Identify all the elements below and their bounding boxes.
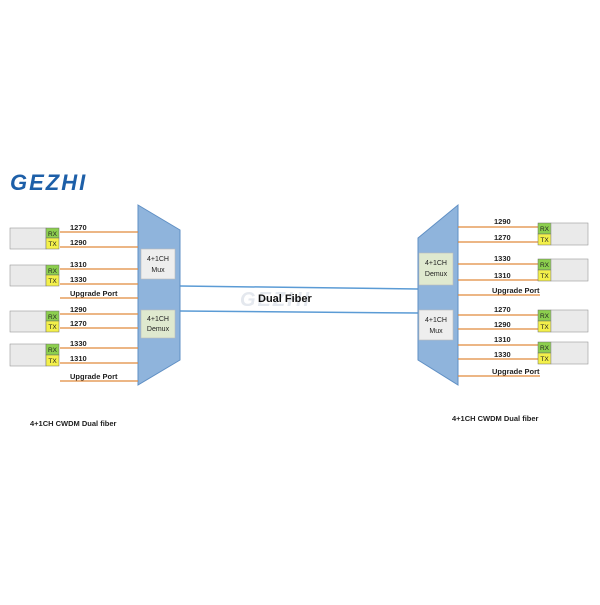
right-module-1-tx-label: TX <box>540 237 549 244</box>
left-module-1-rx-label: RX <box>48 231 58 238</box>
left-line-7-label: 1270 <box>70 319 87 328</box>
left-module-1-tx-label: TX <box>48 241 57 248</box>
left-mux-line2: Mux <box>151 267 165 274</box>
right-module-3-rx-label: RX <box>540 313 550 320</box>
dual-fiber-label: Dual Fiber <box>258 293 313 305</box>
left-line-4-label: 1330 <box>70 275 87 284</box>
left-line-10-label: Upgrade Port <box>70 372 118 381</box>
right-line-8-label: 1310 <box>494 335 511 344</box>
right-line-4-label: 1310 <box>494 271 511 280</box>
left-module-3-rx-label: RX <box>48 314 58 321</box>
left-mux-line1: 4+1CH <box>147 256 169 263</box>
left-module-4: RX TX <box>9 343 60 367</box>
left-module-3-body <box>9 310 47 333</box>
fiber-line-top <box>179 285 419 290</box>
left-module-1-body <box>9 227 47 250</box>
watermark: GEZHI <box>240 289 311 311</box>
right-module-2-tx-label: TX <box>540 273 549 280</box>
right-lines: 1290 1270 1330 1310 Upgrade Port 1270 12… <box>458 217 540 377</box>
left-module-2-body <box>9 264 47 287</box>
right-wdm-device <box>417 203 459 386</box>
left-module-2-tx-port <box>45 274 60 287</box>
gezhi-logo: GEZHI <box>10 170 87 195</box>
left-line-5-label: Upgrade Port <box>70 289 118 298</box>
left-module-3-tx-label: TX <box>48 324 57 331</box>
left-mux-box <box>140 248 176 280</box>
left-module-4-body <box>9 343 47 367</box>
left-module-2-tx-label: TX <box>48 278 57 285</box>
right-line-5-label: Upgrade Port <box>492 286 540 295</box>
fiber-line-bottom <box>179 310 419 314</box>
right-module-1-rx-label: RX <box>540 226 550 233</box>
left-line-8-label: 1330 <box>70 339 87 348</box>
left-lines: 1270 1290 1310 1330 Upgrade Port 1290 12… <box>60 223 138 382</box>
right-module-2-body <box>550 258 589 282</box>
right-line-10-label: Upgrade Port <box>492 367 540 376</box>
left-module-4-rx-label: RX <box>48 347 58 354</box>
left-line-2-label: 1290 <box>70 238 87 247</box>
left-line-6-label: 1290 <box>70 305 87 314</box>
right-mux-box <box>418 309 454 341</box>
right-line-1-label: 1290 <box>494 217 511 226</box>
left-module-4-tx-port <box>45 354 60 367</box>
right-demux-box <box>418 252 454 286</box>
left-wdm-device <box>137 204 181 386</box>
left-module-4-tx-label: TX <box>48 358 57 365</box>
left-module-1-tx-port <box>45 237 60 250</box>
left-module-2: RX TX <box>9 264 60 287</box>
right-line-6-label: 1270 <box>494 305 511 314</box>
right-line-2-label: 1270 <box>494 233 511 242</box>
right-module-1: RX TX <box>537 222 589 246</box>
left-demux-box <box>140 309 176 339</box>
left-line-1-label: 1270 <box>70 223 87 232</box>
left-demux-line2: Demux <box>147 326 170 333</box>
left-module-3: RX TX <box>9 310 60 333</box>
left-module-1: RX TX <box>9 227 60 250</box>
right-module-4-tx-label: TX <box>540 356 549 363</box>
right-mux-line1: 4+1CH <box>425 317 447 324</box>
right-module-3-body <box>550 309 589 333</box>
right-demux-line1: 4+1CH <box>425 260 447 267</box>
left-caption: 4+1CH CWDM Dual fiber <box>30 419 117 428</box>
right-module-2: RX TX <box>537 258 589 282</box>
right-module-3: RX TX <box>537 309 589 333</box>
right-line-9-label: 1330 <box>494 350 511 359</box>
left-line-9-label: 1310 <box>70 354 87 363</box>
right-line-3-label: 1330 <box>494 254 511 263</box>
right-module-1-body <box>550 222 589 246</box>
right-line-7-label: 1290 <box>494 320 511 329</box>
right-module-4: RX TX <box>537 341 589 365</box>
right-mux-line2: Mux <box>429 328 443 335</box>
left-line-3-label: 1310 <box>70 260 87 269</box>
right-module-3-tx-label: TX <box>540 324 549 331</box>
right-module-4-body <box>550 341 589 365</box>
left-demux-line1: 4+1CH <box>147 316 169 323</box>
right-caption: 4+1CH CWDM Dual fiber <box>452 414 539 423</box>
right-demux-line2: Demux <box>425 271 448 278</box>
right-module-2-rx-label: RX <box>540 262 550 269</box>
left-module-3-tx-port <box>45 320 60 333</box>
right-module-4-rx-label: RX <box>540 345 550 352</box>
left-module-2-rx-label: RX <box>48 268 58 275</box>
